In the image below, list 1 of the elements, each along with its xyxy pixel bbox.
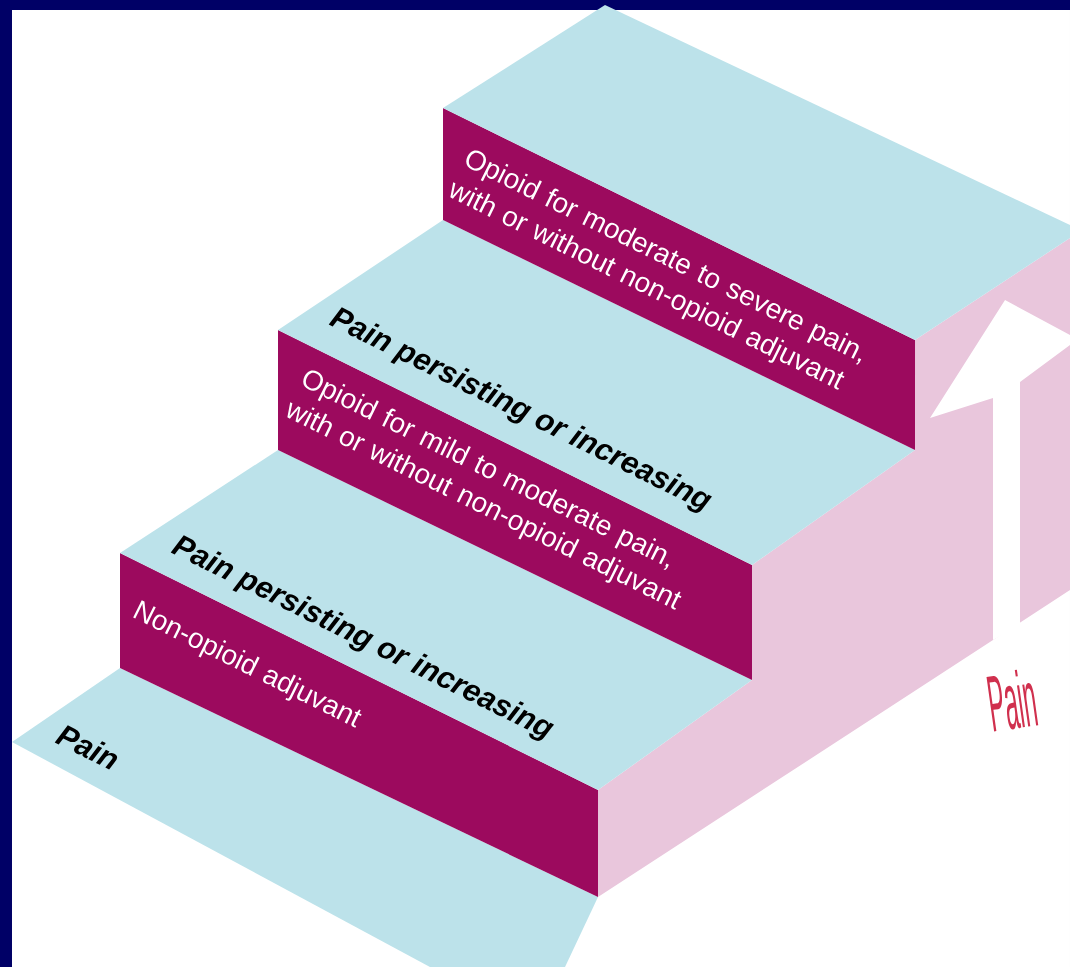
axis-label: Pain xyxy=(986,669,1039,732)
